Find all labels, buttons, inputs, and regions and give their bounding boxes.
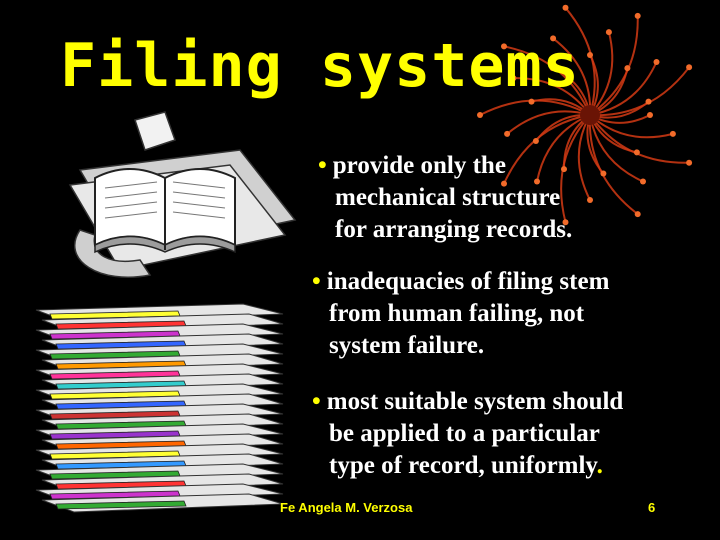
bullet-2-line-2: from human failing, not <box>329 300 585 327</box>
bullet-2-line-1: inadequacies of filing stem <box>326 268 610 295</box>
footer-author: Fe Angela M. Verzosa <box>280 500 413 515</box>
bullet-3-line-2: be applied to a particular <box>329 420 600 447</box>
bullet-3-line-3: type of record, uniformly <box>329 452 597 479</box>
bullet-2-marker: • <box>312 268 321 295</box>
bullet-3: •most suitable system should be applied … <box>312 386 623 482</box>
slide-title: Filing systems <box>60 31 580 101</box>
bullet-3-end-mark: . <box>596 452 603 479</box>
bullet-1-line-3: for arranging records. <box>335 216 573 243</box>
bullet-2: •inadequacies of filing stem from human … <box>312 266 609 362</box>
flower-rays <box>477 4 693 226</box>
page-number: 6 <box>648 500 656 515</box>
open-book-folder-icon <box>68 111 297 278</box>
red-flower-icon <box>477 4 693 226</box>
file-stack <box>35 303 284 513</box>
bullet-1: •provide only the mechanical structure f… <box>318 150 572 246</box>
bullet-1-marker: • <box>318 152 327 179</box>
bullet-2-line-3: system failure. <box>329 332 485 359</box>
bullet-3-marker: • <box>312 388 321 415</box>
bullet-1-line-2: mechanical structure <box>335 184 561 211</box>
bullet-3-line-1: most suitable system should <box>326 388 624 415</box>
bullet-1-line-1: provide only the <box>332 152 506 179</box>
stacked-files-icon <box>35 303 284 513</box>
